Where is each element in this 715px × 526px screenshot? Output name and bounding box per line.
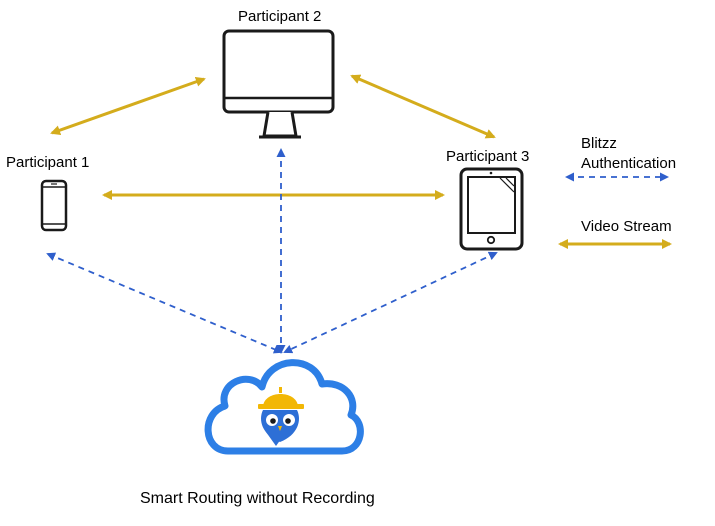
participant-1-label: Participant 1	[6, 154, 90, 171]
video-stream-arrows	[50, 74, 496, 200]
auth-arrow-p1-cloud	[46, 252, 283, 354]
owl-mascot-icon	[258, 387, 304, 446]
participant-3-label: Participant 3	[446, 148, 530, 165]
authentication-arrows	[46, 148, 498, 354]
diagram-caption: Smart Routing without Recording	[140, 490, 375, 507]
legend	[558, 172, 672, 249]
monitor-icon	[222, 29, 335, 139]
auth-arrow-p3-cloud	[283, 251, 498, 354]
legend-auth-line1: Blitzz	[581, 135, 617, 152]
video-arrow-p1-p2	[50, 76, 206, 136]
legend-authentication-label: Blitzz Authentication	[581, 134, 676, 174]
legend-video-stream-label: Video Stream	[581, 218, 672, 235]
participant-2-label: Participant 2	[238, 8, 322, 25]
video-arrow-p2-p3	[350, 74, 496, 139]
tablet-icon	[459, 167, 524, 251]
legend-auth-line2: Authentication	[581, 155, 677, 172]
phone-icon	[40, 179, 68, 232]
